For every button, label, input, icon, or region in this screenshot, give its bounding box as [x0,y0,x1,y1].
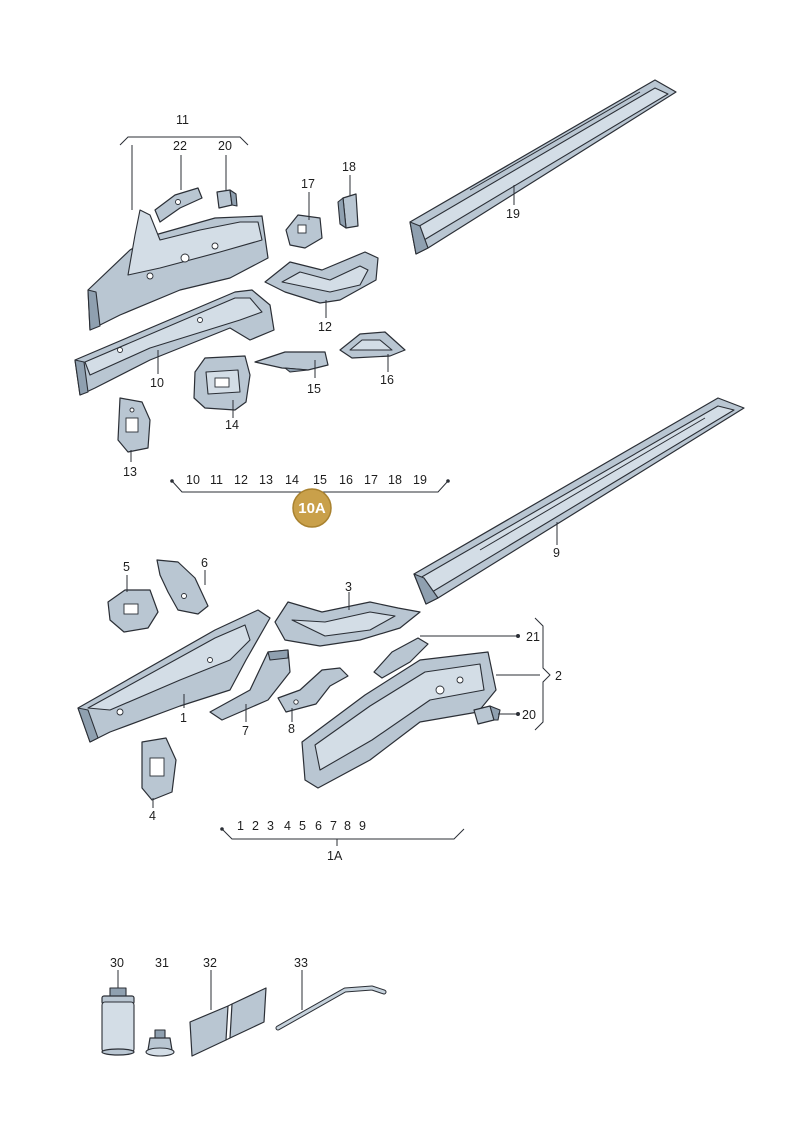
seq-lower-1: 1 [237,819,244,833]
callout-22: 22 [173,139,187,153]
callout-5: 5 [123,560,130,574]
callout-16: 16 [380,373,394,387]
part-15-bracket[interactable] [254,351,329,373]
part-31-plug[interactable] [145,1029,175,1057]
part-20-clip-upper[interactable] [216,189,238,209]
seq-upper-13: 13 [259,473,273,487]
callout-12: 12 [318,320,332,334]
seq-upper-14: 14 [285,473,299,487]
callout-8: 8 [288,722,295,736]
part-1-side-member[interactable] [77,609,271,743]
seq-upper-17: 17 [364,473,378,487]
callout-30: 30 [110,956,124,970]
part-32-pad[interactable] [189,987,267,1057]
group-badge-10a[interactable]: 10A [292,488,332,528]
callout-4: 4 [149,809,156,823]
part-9-sill-rail[interactable] [413,397,745,605]
callout-11: 11 [176,113,189,127]
callout-18: 18 [342,160,356,174]
part-10-side-member[interactable] [74,289,275,396]
callout-20-lower: 20 [522,708,536,722]
seq-lower-6: 6 [315,819,322,833]
part-6-bracket[interactable] [156,559,209,615]
callout-6: 6 [201,556,208,570]
badge-label: 10A [298,500,326,517]
seq-upper-16: 16 [339,473,353,487]
part-18-bracket[interactable] [337,193,359,229]
part-12-reinforcement[interactable] [264,251,379,304]
callout-33: 33 [294,956,308,970]
part-33-strip[interactable] [275,985,387,1031]
seq-upper-15: 15 [313,473,327,487]
group-label-1a: 1A [327,849,343,863]
part-11-side-member[interactable] [87,209,269,331]
part-20-clip-lower[interactable] [473,705,501,725]
part-30-cartridge[interactable] [101,987,135,1056]
callout-3: 3 [345,580,352,594]
callout-31: 31 [155,956,169,970]
part-21-bracket[interactable] [373,637,429,679]
seq-lower-2: 2 [252,819,259,833]
callout-7: 7 [242,724,249,738]
callout-32: 32 [203,956,217,970]
seq-lower-7: 7 [330,819,337,833]
callout-21: 21 [526,630,540,644]
callout-13: 13 [123,465,137,479]
part-7-bracket-strip[interactable] [209,649,291,721]
seq-lower-3: 3 [267,819,274,833]
callout-17: 17 [301,177,315,191]
part-17-bracket[interactable] [285,214,323,249]
part-3-reinforcement[interactable] [274,601,421,647]
part-4-vertical-bracket[interactable] [141,737,177,801]
seq-lower-4: 4 [284,819,291,833]
callout-1: 1 [180,711,187,725]
part-16-mount[interactable] [339,331,406,359]
part-8-bracket[interactable] [277,667,349,713]
seq-lower-9: 9 [359,819,366,833]
callout-10: 10 [150,376,164,390]
part-14-mount-bracket[interactable] [193,355,251,411]
seq-upper-19: 19 [413,473,427,487]
seq-lower-8: 8 [344,819,351,833]
callout-14: 14 [225,418,239,432]
callout-20-upper: 20 [218,139,232,153]
callout-15: 15 [307,382,321,396]
callout-2: 2 [555,669,562,683]
seq-upper-11: 11 [210,473,223,487]
seq-upper-12: 12 [234,473,248,487]
part-19-sill-rail[interactable] [409,79,677,255]
seq-upper-10: 10 [186,473,200,487]
part-5-bracket[interactable] [107,589,159,633]
seq-upper-18: 18 [388,473,402,487]
callout-9: 9 [553,546,560,560]
part-22-bracket[interactable] [154,187,203,223]
seq-lower-5: 5 [299,819,306,833]
part-13-vertical-bracket[interactable] [117,397,151,453]
callout-19: 19 [506,207,520,221]
part-2-side-member[interactable] [301,651,497,789]
